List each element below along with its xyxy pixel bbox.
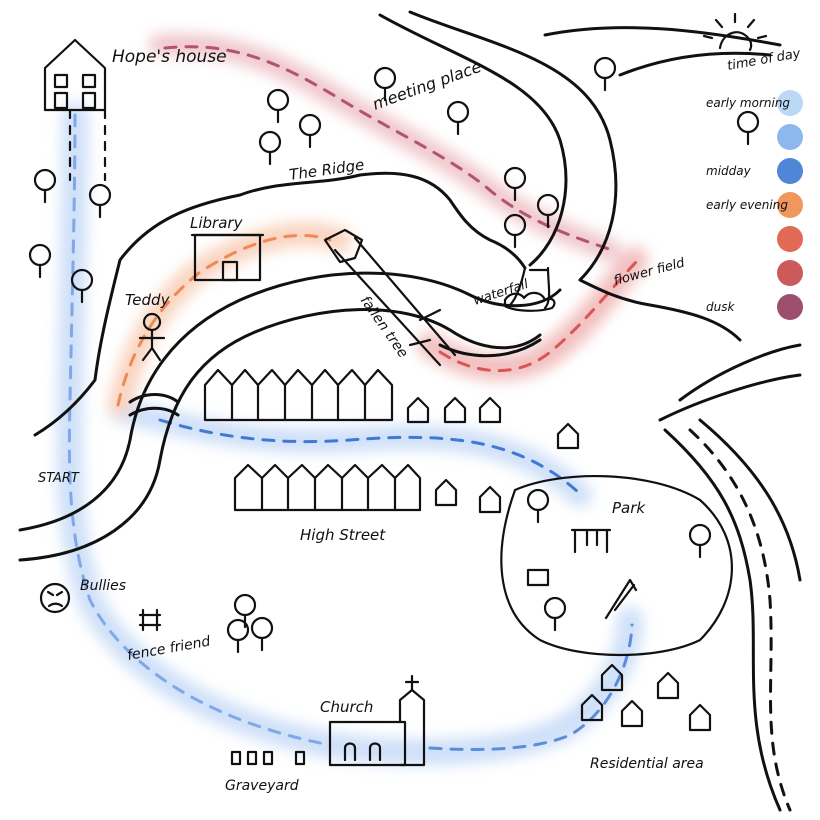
- tree-icon: [70, 268, 94, 304]
- terrace-row-2: [233, 463, 422, 512]
- tree-icon: [226, 618, 250, 654]
- tree-icon: [688, 523, 712, 559]
- fence-icon: [138, 608, 162, 632]
- park-area: [500, 474, 733, 657]
- tree-icon: [543, 596, 567, 632]
- tree-icon: [503, 213, 527, 249]
- legend-swatch: [777, 226, 803, 252]
- label-bullies: Bullies: [80, 578, 126, 594]
- terrace-row-1: [203, 368, 394, 422]
- label-park: Park: [612, 499, 646, 517]
- legend-swatch: [777, 158, 803, 184]
- legend-swatch: [777, 90, 803, 116]
- label-high-street: High Street: [300, 526, 386, 544]
- trees: [28, 56, 760, 654]
- label-church: Church: [320, 698, 373, 716]
- bridge-icon: [128, 393, 180, 417]
- tree-icon: [526, 488, 550, 524]
- fallen-tree-icon: [323, 228, 457, 367]
- tree-icon: [266, 88, 290, 124]
- tree-icon: [250, 616, 274, 652]
- legend-label: early morning: [706, 96, 790, 110]
- legend-title: time of day: [726, 46, 802, 74]
- tree-icon: [258, 130, 282, 166]
- label-start: START: [38, 471, 80, 486]
- tree-icon: [536, 193, 560, 229]
- library-icon: [190, 233, 265, 282]
- label-graveyard: Graveyard: [225, 778, 299, 794]
- tree-icon: [503, 166, 527, 202]
- tree-icon: [593, 56, 617, 92]
- right-river: [658, 343, 802, 812]
- tree-icon: [88, 183, 112, 219]
- graveyard-stones: [230, 750, 306, 766]
- tree-icon: [373, 66, 397, 102]
- legend-swatch: [777, 124, 803, 150]
- time-of-day-legend: time of day early morning midday early eve…: [706, 46, 803, 320]
- tree-icon: [298, 113, 322, 149]
- small-houses: [406, 396, 580, 514]
- label-library: Library: [190, 214, 244, 232]
- label-teddy: Teddy: [125, 291, 171, 309]
- hopes-house-icon: [43, 38, 107, 182]
- label-hopes-house-1: Hope's house: [112, 47, 227, 67]
- legend-label: midday: [706, 164, 752, 178]
- tree-icon: [446, 100, 470, 136]
- teddy-figure: [138, 312, 166, 362]
- tree-icon: [233, 593, 257, 629]
- label-fence-friend: fence friend: [126, 634, 212, 664]
- river: [18, 10, 618, 562]
- label-residential-area: Residential area: [590, 756, 704, 772]
- bullies-face-icon: [39, 582, 71, 614]
- tree-icon: [28, 243, 52, 279]
- legend-items: early morning midday early evening dusk: [706, 90, 803, 320]
- sun-hill: [543, 12, 782, 77]
- legend-label: early evening: [706, 198, 788, 212]
- tree-icon: [736, 110, 760, 146]
- legend-swatch: [777, 294, 803, 320]
- church-icon: [328, 674, 426, 767]
- label-meeting-place: meeting place: [370, 57, 484, 114]
- legend-label: dusk: [706, 300, 735, 314]
- tree-icon: [33, 168, 57, 204]
- legend-swatch: [777, 192, 803, 218]
- residential-houses: [580, 663, 712, 732]
- legend-swatch: [777, 260, 803, 286]
